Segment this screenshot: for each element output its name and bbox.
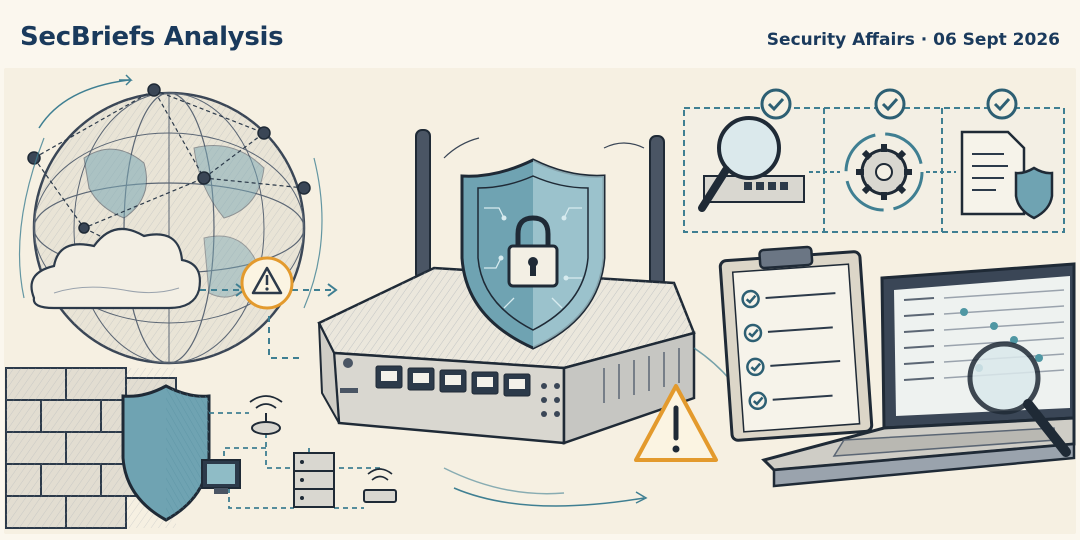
brand-title: SecBriefs Analysis bbox=[20, 22, 284, 52]
desktop-icon bbox=[201, 459, 241, 494]
shield-lock-icon bbox=[460, 158, 606, 350]
check-icon bbox=[760, 88, 1018, 120]
warning-icon bbox=[240, 256, 294, 310]
globe-network-icon bbox=[18, 74, 323, 365]
server-icon bbox=[293, 452, 335, 508]
dateline: Security Affairs · 06 Sept 2026 bbox=[766, 30, 1060, 50]
hero-illustration bbox=[4, 68, 1076, 534]
cloud-icon bbox=[30, 227, 201, 310]
header: SecBriefs Analysis Security Affairs · 06… bbox=[0, 0, 1080, 66]
process-panel bbox=[683, 88, 1065, 233]
clipboard-checklist-icon bbox=[718, 245, 874, 442]
shield-icon bbox=[121, 384, 211, 522]
magnifier-icon bbox=[698, 116, 805, 212]
wifi-access-point-icon bbox=[363, 468, 397, 503]
gear-icon bbox=[844, 132, 924, 212]
warning-icon bbox=[634, 384, 718, 462]
laptop-icon bbox=[761, 262, 1076, 488]
wifi-access-point-icon bbox=[249, 395, 283, 435]
document-shield-icon bbox=[960, 130, 1054, 220]
